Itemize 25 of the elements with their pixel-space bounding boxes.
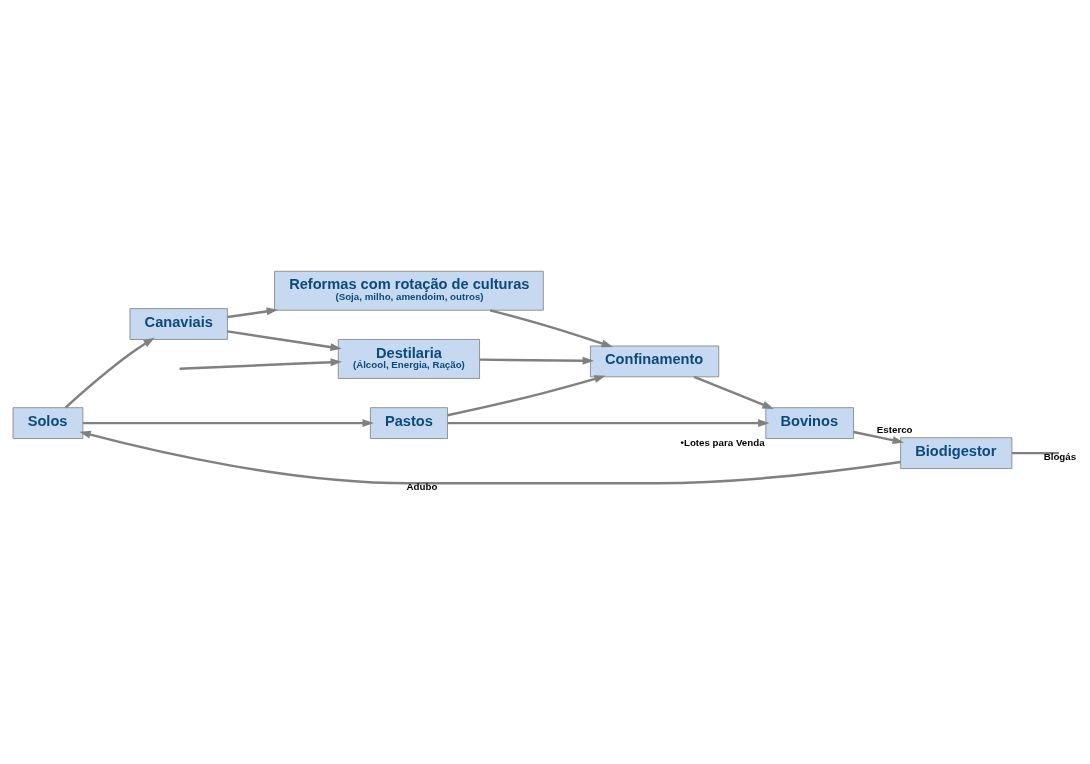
node-box: Canaviais (129, 307, 228, 340)
arrow (82, 418, 374, 427)
node-box: Bovinos (765, 406, 854, 439)
arrow (447, 418, 770, 427)
node-box: Confinamento (590, 345, 720, 377)
node-box: Destilaria (Álcool, Energia, Ração) (337, 338, 480, 379)
arrow (853, 430, 904, 444)
arrow (479, 356, 594, 365)
node-box: Solos (12, 406, 84, 439)
node-box: Pastos (369, 406, 448, 439)
arrow (447, 374, 606, 416)
edge-label: Blogás (1043, 450, 1077, 462)
edge-label: Esterco (876, 423, 913, 435)
node-label: •Lotes para Venda (680, 436, 765, 448)
arrow (227, 306, 278, 318)
node-box: Reformas com rotação de culturas (Soja, milho, amendoim, outros) (274, 270, 544, 311)
connector (1011, 451, 1059, 454)
arrow (79, 430, 901, 484)
arrow (489, 308, 613, 347)
arrow (227, 329, 342, 351)
arrow (179, 357, 342, 370)
arrow (693, 375, 774, 409)
arrow (64, 337, 155, 408)
node-box: Biodigestor (900, 436, 1013, 469)
edge-label: Adubo (406, 480, 438, 492)
